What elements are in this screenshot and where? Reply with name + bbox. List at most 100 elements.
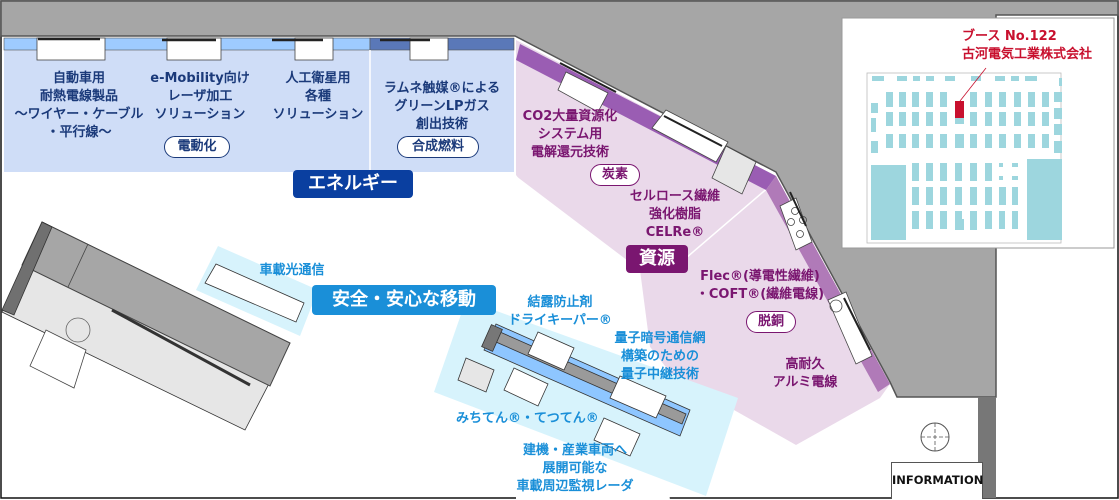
booth-label-laser-processing[interactable]: e-Mobility向け レーザ加工 ソリューション	[150, 71, 250, 122]
inset-booth	[1028, 112, 1035, 126]
inset-booth	[1012, 187, 1018, 205]
information-desk[interactable]: INFORMATION	[891, 462, 983, 499]
booth-label-radar[interactable]: 建機・産業車両へ 展開可能な 車載周辺監視レーダ	[516, 443, 634, 494]
inset-booth	[886, 92, 893, 107]
booth-label-co2[interactable]: CO2大量資源化 システム用 電解還元技術	[522, 109, 618, 160]
display-table	[166, 37, 222, 61]
inset-booth	[970, 92, 977, 107]
reception-desk	[29, 329, 87, 389]
inset-booth	[886, 134, 893, 148]
inset-booth	[970, 187, 977, 205]
inset-booth	[926, 112, 933, 126]
inset-booth	[899, 92, 906, 107]
display-table	[204, 263, 305, 323]
inset-booth	[912, 112, 919, 126]
display-table	[409, 37, 449, 61]
inset-booth	[1054, 141, 1062, 153]
inset-booth	[940, 163, 947, 181]
inset-booth	[985, 112, 992, 126]
inset-booth	[955, 187, 962, 205]
inset-booth	[913, 76, 920, 81]
booth-label-aluminum-wire[interactable]: 高耐久 アルミ電線	[772, 357, 838, 390]
inset-booth	[970, 219, 977, 230]
inset-booth	[1042, 112, 1049, 126]
stage-monitor	[111, 308, 251, 387]
inset-booth	[871, 118, 876, 132]
tag-synthetic-fuel: 合成燃料	[397, 136, 479, 158]
inset-booth	[1014, 92, 1021, 107]
booth-label-celre[interactable]: セルロース繊維 強化樹脂 CELRe®	[629, 189, 721, 240]
booth-label-flec-coft[interactable]: Flec®(導電性繊維) ・COFT®(繊維電線)	[695, 269, 825, 302]
inset-booth	[912, 134, 919, 148]
inset-company-name: 古河電気工業株式会社	[962, 47, 1093, 62]
inset-booth	[985, 92, 992, 107]
booth-label-satellite[interactable]: 人工衛星用 各種 ソリューション	[272, 71, 364, 122]
inset-booth	[912, 163, 919, 181]
inset-booth	[971, 76, 981, 81]
category-resources[interactable]: 資源	[626, 245, 688, 273]
inset-booth	[999, 92, 1006, 107]
inset-booth	[912, 211, 919, 229]
wall-monitors	[38, 37, 430, 42]
inset-booth	[1012, 163, 1018, 167]
inset-booth	[1027, 159, 1062, 240]
inset-booth	[926, 92, 933, 107]
wall-area	[0, 0, 1119, 398]
inset-booth	[871, 165, 906, 240]
tag-carbon: 炭素	[590, 164, 640, 186]
inset-booth	[985, 134, 992, 148]
inset-booth	[926, 134, 933, 148]
booth-label-lpgas[interactable]: ラムネ触媒®による グリーンLPガス 創出技術	[383, 81, 501, 132]
inset-booth	[955, 163, 962, 181]
inset-booth	[872, 76, 884, 81]
inset-booth	[926, 163, 933, 181]
booth-label-heat-resistant-wire[interactable]: 自動車用 耐熱電線製品 〜ワイヤー・ケーブル ・平行線〜	[14, 71, 144, 140]
inset-booth	[985, 211, 992, 229]
inset-booth	[999, 134, 1006, 148]
inset-booth	[945, 76, 955, 81]
inset-booths	[871, 76, 1062, 240]
inset-booth	[999, 211, 1005, 229]
inset-booth	[1025, 76, 1037, 81]
inset-booth	[955, 134, 964, 148]
reception-desk	[827, 291, 873, 365]
category-mobility[interactable]: 安全・安心な移動	[312, 285, 496, 315]
tag-electrification: 電動化	[164, 136, 230, 158]
inset-booth	[1059, 78, 1062, 86]
inset-booth	[1012, 211, 1018, 229]
inset-booth	[970, 163, 977, 181]
inset-booth	[871, 141, 878, 153]
inset-booth	[955, 118, 964, 124]
inset-booth	[1014, 112, 1021, 126]
category-energy[interactable]: エネルギー	[293, 170, 413, 198]
inset-booth	[970, 112, 977, 126]
booth-label-dry-keeper[interactable]: 結露防止剤 ドライキーパー®	[508, 295, 612, 328]
inset-booth	[1028, 92, 1035, 107]
person-icon	[65, 317, 91, 343]
inset-booth	[985, 163, 992, 181]
inset-booth	[999, 163, 1003, 167]
inset-booth	[999, 176, 1003, 180]
stool-cluster	[779, 197, 813, 251]
inset-booth	[985, 187, 992, 205]
inset-booth	[940, 92, 947, 107]
inset-booth	[1054, 108, 1062, 119]
display-table	[294, 37, 334, 61]
inset-booth	[970, 134, 977, 148]
inset-pointer	[959, 67, 987, 102]
booth-label-optical-comm[interactable]: 車載光通信	[259, 263, 325, 278]
inset-booth	[886, 112, 893, 126]
inset-booth	[912, 187, 919, 205]
inset-highlight-booth	[955, 101, 964, 118]
booth-label-quantum-comm[interactable]: 量子暗号通信網 構築のための 量子中継技術	[614, 331, 706, 382]
booth-label-michiten[interactable]: みちてん®・てつてん®	[456, 411, 599, 426]
inset-booth	[926, 187, 933, 205]
display-table	[36, 37, 106, 61]
inset-booth	[1014, 134, 1021, 148]
inset-booth	[897, 76, 907, 81]
inset-booth	[1042, 92, 1049, 107]
inset-booth	[926, 211, 933, 229]
inset-booth	[899, 134, 906, 148]
inset-booth	[995, 76, 1005, 81]
inset-booth	[999, 187, 1006, 205]
